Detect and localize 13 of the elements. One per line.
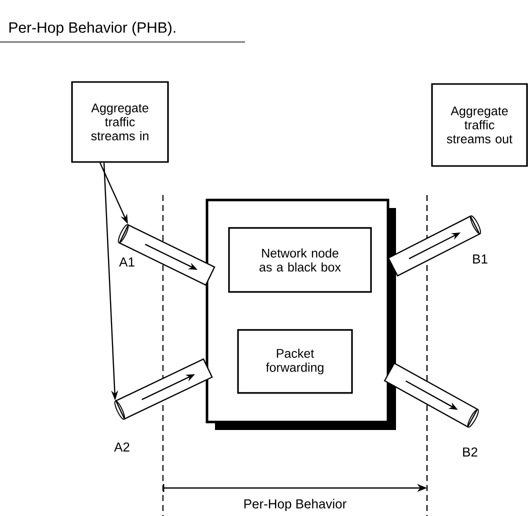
pipe-label: B2 (463, 447, 478, 457)
text-box: Aggregate traffic streams in (71, 81, 169, 163)
text-box: Packet forwarding (237, 329, 353, 394)
title: Per-Hop Behavior (PHB). (9, 22, 176, 36)
pipe-drawing (384, 362, 479, 428)
text-box: Aggregate traffic streams out (431, 83, 528, 167)
pipe-label: A1 (119, 258, 134, 266)
pipe-label: A2 (114, 442, 130, 452)
pipe-label: B1 (473, 254, 488, 264)
pipe-drawing (114, 358, 213, 420)
text-box: Network node as a black box (228, 227, 372, 293)
pipe-drawing (118, 224, 216, 286)
dimension-label: Per-Hop Behavior (242, 498, 348, 512)
